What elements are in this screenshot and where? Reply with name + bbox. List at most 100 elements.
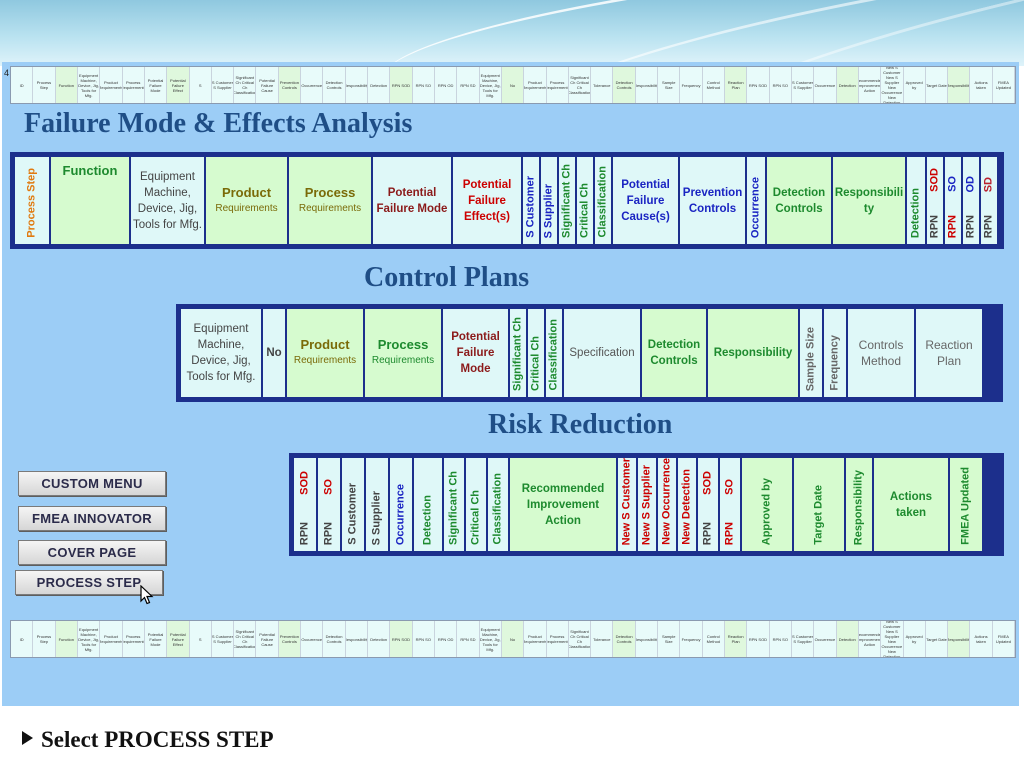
fmea-col-function[interactable]: Function <box>51 157 129 244</box>
ribbon-column[interactable]: Equipment Machine, Device, Jig, Tools fo… <box>479 621 502 657</box>
rr-col-new-s-customer[interactable]: New S Customer <box>618 458 636 551</box>
fmea-col-detection[interactable]: Detection <box>907 157 925 244</box>
ribbon-column[interactable]: Occurrence <box>301 621 324 657</box>
fmea-col-prevention-controls[interactable]: Prevention Controls <box>680 157 745 244</box>
ribbon-column[interactable]: Control Method <box>702 621 725 657</box>
ribbon-column[interactable]: Frequency <box>680 67 703 103</box>
ribbon-column[interactable]: New S Customer New S Supplier New Occurr… <box>881 621 904 657</box>
cp-col-critical[interactable]: Critical Ch <box>528 309 544 397</box>
cp-col-specification[interactable]: Specification <box>564 309 640 397</box>
ribbon-column[interactable]: Occurrence <box>814 621 837 657</box>
cp-col-detection-controls[interactable]: Detection Controls <box>642 309 706 397</box>
ribbon-column[interactable]: Detection <box>836 621 859 657</box>
ribbon-column[interactable]: Actions taken <box>970 621 993 657</box>
ribbon-column[interactable]: RPN OD <box>434 67 458 103</box>
ribbon-column[interactable]: Potential Failure Effect <box>167 67 190 103</box>
ribbon-column[interactable]: Process Requirements <box>122 67 145 103</box>
rr-col-fmea-updated[interactable]: FMEA Updated <box>950 458 982 551</box>
ribbon-column[interactable]: Significant Ch Critical Ch Classificatio… <box>568 67 592 103</box>
ribbon-column[interactable]: Responsibility <box>635 621 659 657</box>
ribbon-column[interactable]: Process Step <box>33 621 56 657</box>
custom-menu-button[interactable]: CUSTOM MENU <box>18 471 166 496</box>
ribbon-column[interactable]: Process Step <box>33 67 56 103</box>
rr-col-new-s-supplier[interactable]: New S Supplier <box>638 458 656 551</box>
ribbon-column[interactable]: Detection Controls <box>613 621 636 657</box>
ribbon-column[interactable]: Detection <box>368 621 391 657</box>
rr-col-critical[interactable]: Critical Ch <box>466 458 486 551</box>
rr-col-new-detection[interactable]: New Detection <box>678 458 696 551</box>
ribbon-column[interactable]: Product Requirements <box>524 621 547 657</box>
ribbon-column[interactable]: Detection Controls <box>323 621 346 657</box>
fmea-col-occurrence[interactable]: Occurrence <box>747 157 765 244</box>
ribbon-column[interactable]: No <box>501 621 525 657</box>
cp-col-controls-method[interactable]: Controls Method <box>848 309 914 397</box>
fmea-col-s-supplier[interactable]: S Supplier <box>541 157 557 244</box>
cp-col-no[interactable]: No <box>263 309 285 397</box>
ribbon-column[interactable]: RPN SO <box>412 67 435 103</box>
ribbon-column[interactable]: RPN SOD <box>390 621 413 657</box>
ribbon-column[interactable]: Detection Controls <box>323 67 346 103</box>
ribbon-column[interactable]: Equipment Machine, Device, Jig, Tools fo… <box>479 67 502 103</box>
ribbon-column[interactable]: Product Requirements <box>100 67 123 103</box>
ribbon-column[interactable]: Potential Failure Effect <box>167 621 190 657</box>
rr-col-significant[interactable]: Significant Ch <box>444 458 464 551</box>
fmea-col-s-customer[interactable]: S Customer <box>523 157 539 244</box>
ribbon-column[interactable]: Product Requirements <box>100 621 123 657</box>
ribbon-column[interactable]: S Customer S Supplier <box>791 621 815 657</box>
rr-col-occurrence[interactable]: Occurrence <box>390 458 412 551</box>
ribbon-column[interactable]: Significant Ch Critical Ch Classificatio… <box>234 67 257 103</box>
ribbon-column[interactable]: Process Requirements <box>122 621 145 657</box>
rr-col-responsibility[interactable]: Responsibility <box>846 458 872 551</box>
rr-col-target-date[interactable]: Target Date <box>794 458 844 551</box>
ribbon-column[interactable]: Actions taken <box>970 67 993 103</box>
cp-col-reaction-plan[interactable]: Reaction Plan <box>916 309 982 397</box>
fmea-col-detection-controls[interactable]: Detection Controls <box>767 157 831 244</box>
ribbon-column[interactable]: Tolerance <box>591 67 614 103</box>
fmea-col-critical[interactable]: Critical Ch <box>577 157 593 244</box>
ribbon-column[interactable]: Approved by <box>903 621 926 657</box>
ribbon-column[interactable]: Potential Failure Mode <box>144 67 168 103</box>
process-step-button[interactable]: PROCESS STEP <box>15 570 163 595</box>
ribbon-column[interactable]: Potential Failure Cause <box>256 67 279 103</box>
cp-col-frequency[interactable]: Frequency <box>824 309 846 397</box>
fmea-col-classification[interactable]: Classification <box>595 157 611 244</box>
ribbon-column[interactable]: Product Requirements <box>524 67 547 103</box>
rr-col-s-customer[interactable]: S Customer <box>342 458 364 551</box>
ribbon-column[interactable]: Process Requirements <box>546 67 569 103</box>
ribbon-column[interactable]: Prevention Controls <box>278 67 302 103</box>
fmea-col-failure-mode[interactable]: Potential Failure Mode <box>373 157 451 244</box>
ribbon-column[interactable]: RPN SD <box>457 621 480 657</box>
ribbon-column[interactable]: Process Requirements <box>546 621 569 657</box>
ribbon-column[interactable]: Significant Ch Critical Ch Classificatio… <box>234 621 257 657</box>
ribbon-column[interactable]: Recommended Improvement Action <box>858 67 882 103</box>
ribbon-column[interactable]: Responsibility <box>345 67 368 103</box>
ribbon-column[interactable]: Occurrence <box>814 67 837 103</box>
ribbon-column[interactable]: Approved by <box>903 67 926 103</box>
ribbon-column[interactable]: Potential Failure Cause <box>256 621 279 657</box>
ribbon-column[interactable]: Responsibility <box>948 67 971 103</box>
ribbon-column[interactable]: Reaction Plan <box>725 621 748 657</box>
ribbon-column[interactable]: Target Date <box>925 621 949 657</box>
ribbon-column[interactable]: Prevention Controls <box>278 621 302 657</box>
ribbon-column[interactable]: Tolerance <box>591 621 614 657</box>
rr-col-approved-by[interactable]: Approved by <box>742 458 792 551</box>
ribbon-column[interactable]: Control Method <box>702 67 725 103</box>
ribbon-column[interactable]: RPN SO <box>769 621 792 657</box>
ribbon-column[interactable]: Responsibility <box>345 621 368 657</box>
ribbon-column[interactable]: RPN SD <box>457 67 480 103</box>
ribbon-column[interactable]: Recommended Improvement Action <box>858 621 882 657</box>
ribbon-column[interactable]: ID <box>11 67 34 103</box>
cp-col-classification[interactable]: Classification <box>546 309 562 397</box>
ribbon-column[interactable]: RPN SOD <box>747 67 770 103</box>
rr-col-detection[interactable]: Detection <box>414 458 442 551</box>
cp-col-equipment[interactable]: Equipment Machine, Device, Jig, Tools fo… <box>181 309 261 397</box>
ribbon-column[interactable]: Detection Controls <box>613 67 636 103</box>
ribbon-column[interactable]: RPN SOD <box>390 67 413 103</box>
fmea-col-equipment[interactable]: Equipment Machine, Device, Jig, Tools fo… <box>131 157 204 244</box>
fmea-col-failure-cause[interactable]: Potential Failure Cause(s) <box>613 157 678 244</box>
rr-col-classification[interactable]: Classification <box>488 458 508 551</box>
ribbon-column[interactable]: S Customer S Supplier <box>211 621 235 657</box>
